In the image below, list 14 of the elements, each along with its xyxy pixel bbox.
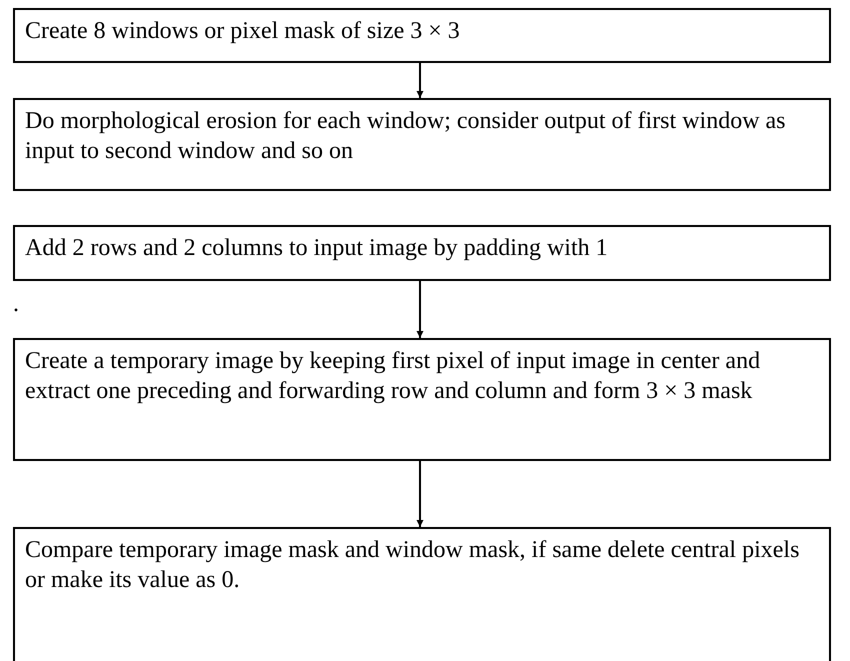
arrow xyxy=(416,63,424,98)
step-text: Compare temporary image mask and window mask, if same delete central pixels or make its value as 0. xyxy=(25,536,800,595)
process-box xyxy=(13,338,831,461)
dot-mark: . xyxy=(13,292,19,316)
process-box xyxy=(13,8,831,63)
process-box xyxy=(13,98,831,191)
process-box xyxy=(13,527,831,661)
process-box xyxy=(13,225,831,281)
step-text: Create a temporary image by keeping first pixel of input image in center and extract one preceding and forwarding row and column and form 3 × 3 mask xyxy=(25,347,762,406)
arrow xyxy=(416,461,424,527)
arrow xyxy=(416,281,424,338)
step-text: Add 2 rows and 2 columns to input image by padding with 1 xyxy=(25,234,609,263)
step-text: Do morphological erosion for each window; consider output of first window as input to second window and so on xyxy=(25,107,787,166)
step-text: Create 8 windows or pixel mask of size 3 × 3 xyxy=(25,17,461,46)
